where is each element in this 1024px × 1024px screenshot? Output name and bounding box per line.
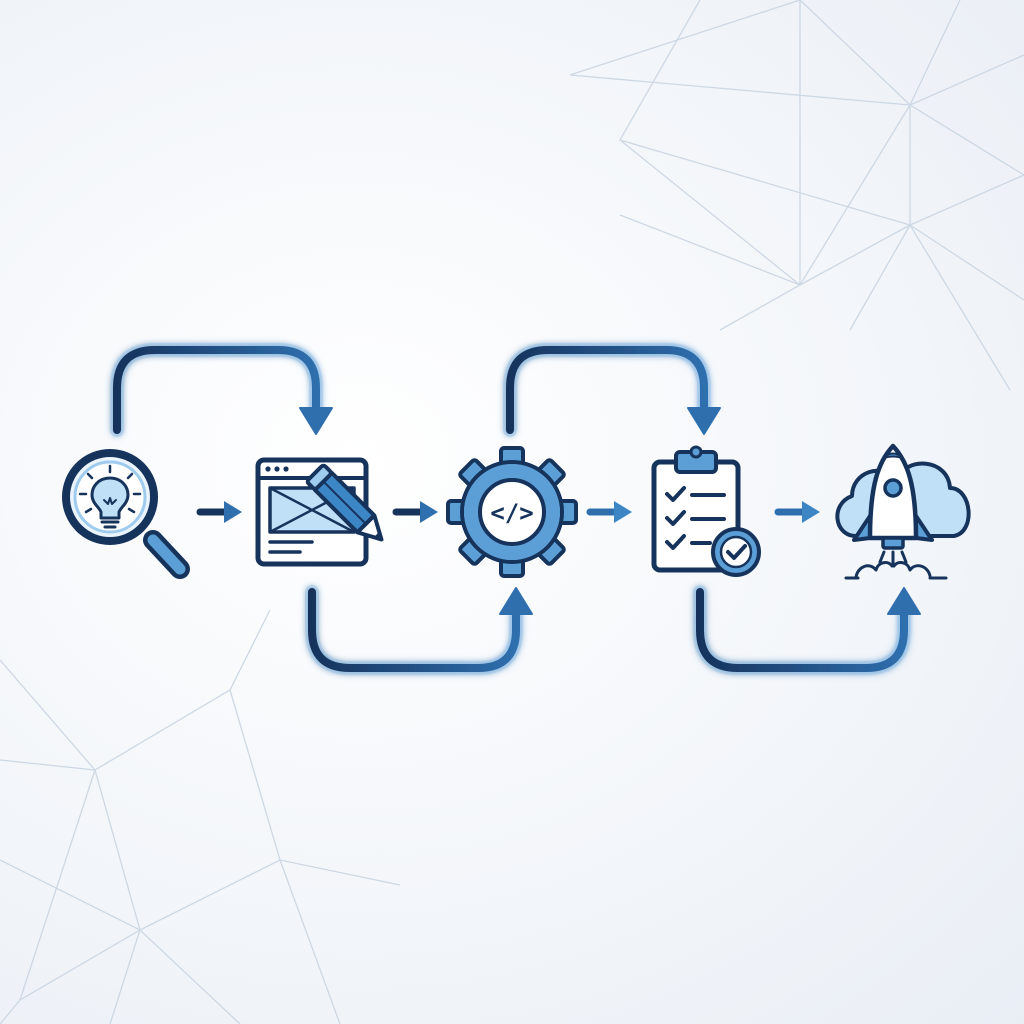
magnifier-lightbulb-icon (62, 449, 190, 579)
clipboard-checklist-icon (651, 445, 761, 577)
arc-arrowhead-down-2 (687, 407, 721, 435)
loop-arcs (110, 343, 921, 675)
arrow-2-3 (392, 501, 438, 523)
arc-under-2 (693, 585, 911, 675)
arrow-4-5 (774, 501, 820, 523)
exhaust-smoke (844, 550, 948, 580)
arc-arrowhead-up-2 (887, 587, 921, 615)
arc-arrowhead-down-1 (299, 407, 333, 435)
gear-code-icon: </> (446, 446, 578, 578)
arrow-3-4 (586, 501, 632, 523)
pencil-icon (305, 463, 384, 542)
code-symbol: </> (490, 499, 533, 527)
check-badge-icon (711, 527, 761, 577)
arc-over-2 (503, 343, 711, 437)
step-arrows (196, 501, 820, 523)
wireframe-pencil-icon (255, 457, 384, 567)
arc-under-1 (305, 585, 523, 675)
arrow-1-2 (196, 501, 242, 523)
arc-over-1 (110, 343, 323, 437)
rocket-cloud-icon (835, 443, 971, 580)
arc-arrowhead-up-1 (499, 587, 533, 615)
